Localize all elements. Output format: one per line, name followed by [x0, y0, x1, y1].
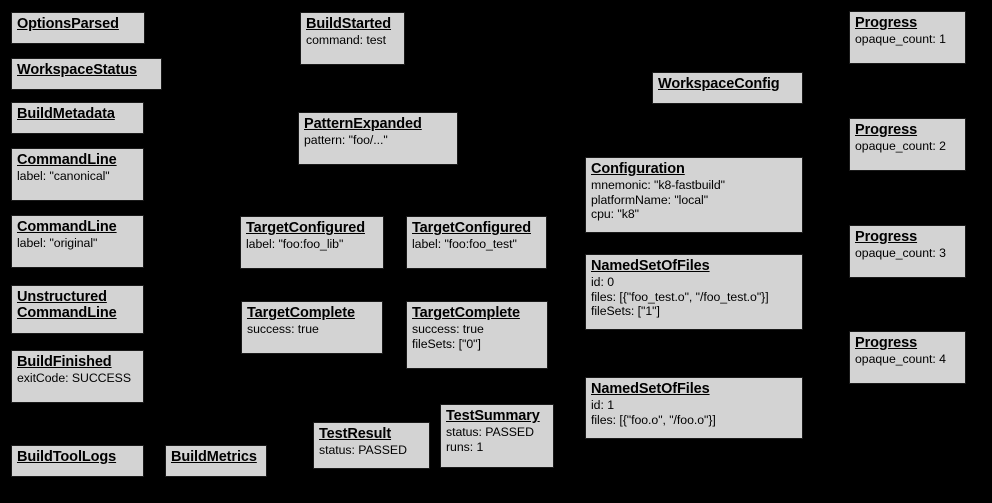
- event-node-title: BuildToolLogs: [17, 449, 117, 465]
- event-node-workspace-config[interactable]: WorkspaceConfig: [652, 72, 803, 104]
- event-node-options-parsed[interactable]: OptionsParsed: [11, 12, 145, 44]
- event-node-field: fileSets: ["1"]: [591, 304, 660, 319]
- event-node-fields: label: "canonical": [17, 169, 138, 184]
- event-node-title: TargetComplete: [247, 305, 355, 321]
- event-node-field: opaque_count: 4: [855, 352, 946, 367]
- event-node-field: files: [{"foo.o", "/foo.o"}]: [591, 412, 716, 427]
- event-node-field: files: [{"foo_test.o", "/foo_test.o"}]: [591, 289, 769, 304]
- event-node-field: label: "foo:foo_lib": [246, 237, 344, 252]
- event-node-field: cpu: "k8": [591, 207, 639, 222]
- event-node-field: label: "original": [17, 236, 98, 251]
- event-node-title: NamedSetOfFiles: [591, 381, 710, 397]
- event-node-title: CommandLine: [17, 152, 117, 168]
- event-node-field: status: PASSED: [319, 443, 407, 458]
- event-node-fields: label: "foo:foo_lib": [246, 237, 378, 252]
- event-node-build-metadata[interactable]: BuildMetadata: [11, 102, 144, 134]
- event-node-field: runs: 1: [446, 439, 484, 454]
- event-node-fields: status: PASSED: [319, 443, 424, 458]
- event-node-field: label: "foo:foo_test": [412, 237, 517, 252]
- event-node-title: Progress: [855, 122, 918, 138]
- event-node-title: Progress: [855, 15, 918, 31]
- event-node-title: TestResult: [319, 426, 392, 442]
- event-node-fields: success: true: [247, 322, 377, 337]
- event-node-fields: command: test: [306, 33, 399, 48]
- event-node-title: WorkspaceConfig: [658, 76, 780, 92]
- event-node-field: label: "canonical": [17, 169, 110, 184]
- event-node-field: mnemonic: "k8-fastbuild": [591, 178, 725, 193]
- event-node-fields: mnemonic: "k8-fastbuild"platformName: "l…: [591, 178, 797, 222]
- event-node-title: CommandLine: [17, 219, 117, 235]
- event-node-field: success: true: [247, 322, 319, 337]
- event-node-build-metrics[interactable]: BuildMetrics: [165, 445, 267, 477]
- event-node-title: Unstructured CommandLine: [17, 289, 117, 322]
- event-node-field: opaque_count: 3: [855, 246, 946, 261]
- event-node-title: Progress: [855, 335, 918, 351]
- event-node-title: OptionsParsed: [17, 16, 119, 32]
- event-node-title: TargetComplete: [412, 305, 520, 321]
- event-node-fields: opaque_count: 4: [855, 352, 960, 367]
- event-node-fields: pattern: "foo/...": [304, 133, 452, 148]
- event-node-fields: opaque_count: 3: [855, 246, 960, 261]
- event-node-title: Progress: [855, 229, 918, 245]
- event-node-fields: label: "foo:foo_test": [412, 237, 541, 252]
- event-node-field: id: 0: [591, 275, 614, 290]
- event-node-fields: exitCode: SUCCESS: [17, 371, 138, 386]
- event-node-workspace-status[interactable]: WorkspaceStatus: [11, 58, 162, 90]
- event-node-title: WorkspaceStatus: [17, 62, 137, 78]
- event-node-build-tool-logs[interactable]: BuildToolLogs: [11, 445, 144, 477]
- event-node-field: status: PASSED: [446, 425, 534, 440]
- event-node-fields: opaque_count: 1: [855, 32, 960, 47]
- event-node-title: TargetConfigured: [412, 220, 531, 236]
- event-node-fields: label: "original": [17, 236, 138, 251]
- event-node-field: opaque_count: 2: [855, 139, 946, 154]
- event-node-title: NamedSetOfFiles: [591, 258, 710, 274]
- event-node-title: Configuration: [591, 161, 685, 177]
- event-node-title: BuildMetadata: [17, 106, 115, 122]
- event-node-fields: opaque_count: 2: [855, 139, 960, 154]
- event-node-unstructured-command-line[interactable]: Unstructured CommandLine: [11, 285, 144, 334]
- event-node-field: pattern: "foo/...": [304, 133, 388, 148]
- event-node-field: platformName: "local": [591, 192, 709, 207]
- event-node-title: TargetConfigured: [246, 220, 365, 236]
- event-node-field: success: true: [412, 322, 484, 337]
- event-node-title: BuildStarted: [306, 16, 392, 32]
- event-node-field: exitCode: SUCCESS: [17, 371, 131, 386]
- event-node-field: command: test: [306, 33, 386, 48]
- event-node-title: TestSummary: [446, 408, 540, 424]
- event-node-title: BuildFinished: [17, 354, 112, 370]
- event-node-title: BuildMetrics: [171, 449, 257, 465]
- event-node-field: opaque_count: 1: [855, 32, 946, 47]
- event-node-field: id: 1: [591, 398, 614, 413]
- event-node-title: PatternExpanded: [304, 116, 422, 132]
- event-node-field: fileSets: ["0"]: [412, 336, 481, 351]
